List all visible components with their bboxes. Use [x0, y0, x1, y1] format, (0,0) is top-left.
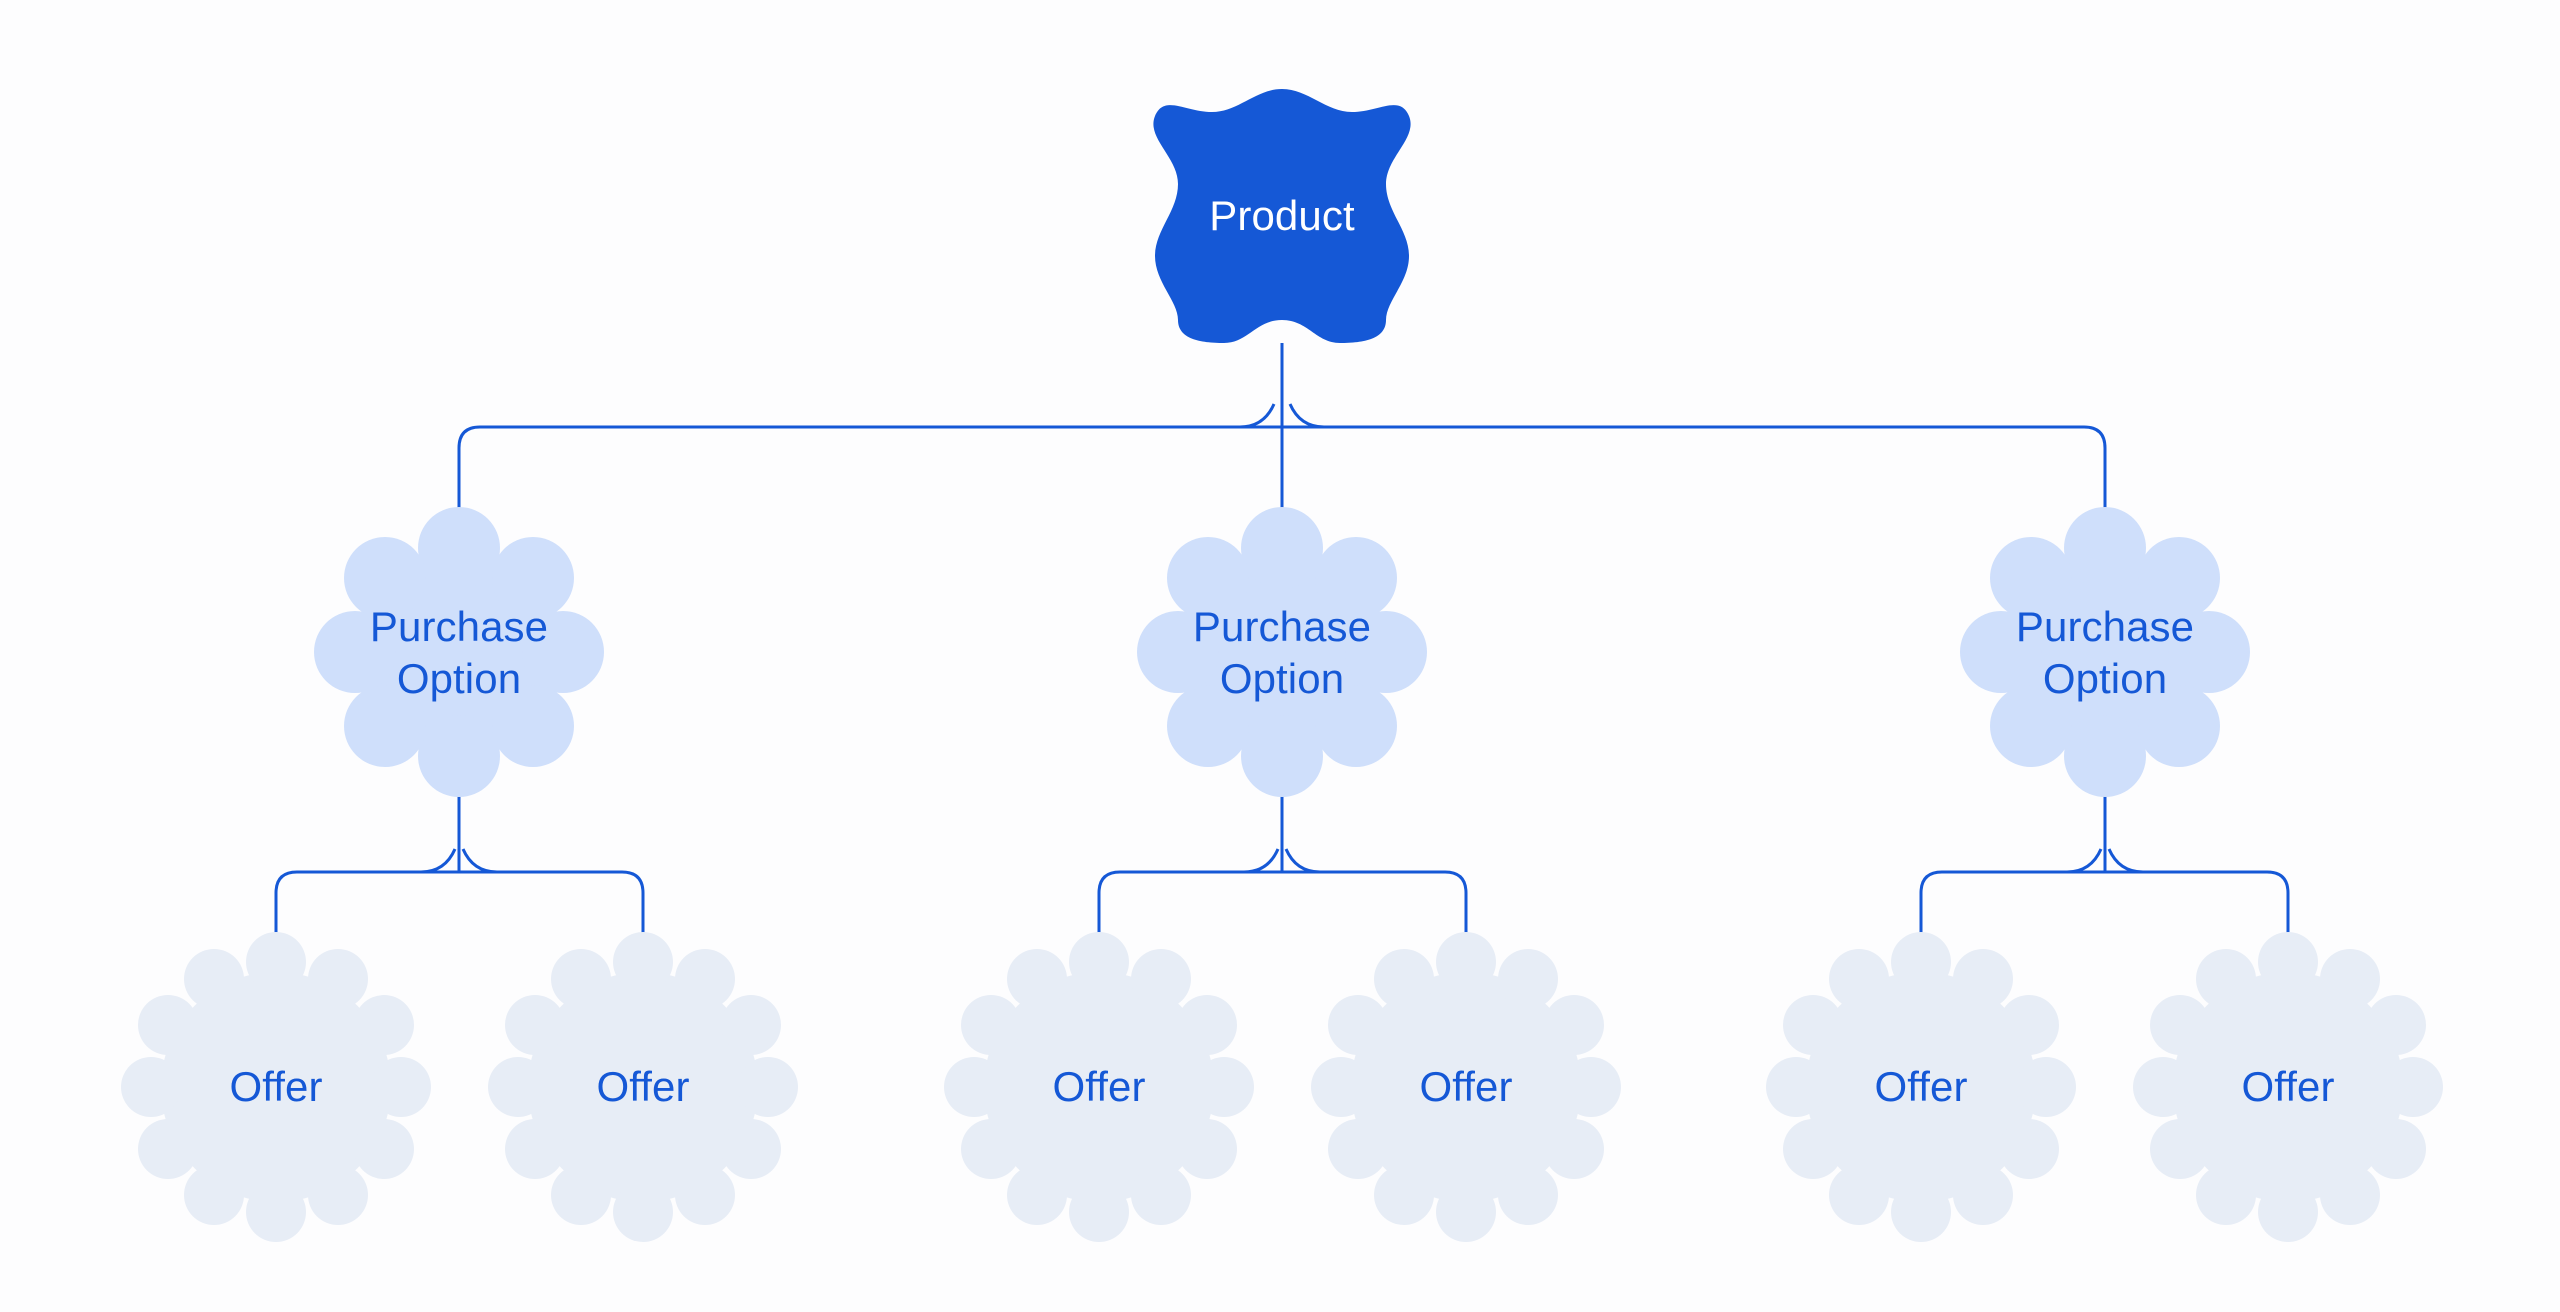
- connector-po3-fillet-left: [2066, 848, 2103, 874]
- product-node[interactable]: [1153, 89, 1411, 343]
- offer-node-3[interactable]: [944, 932, 1254, 1242]
- connector-tier1-fillet-left: [1239, 403, 1276, 429]
- connector-po2-fillet-left: [1243, 848, 1280, 874]
- purchase-option-node-3[interactable]: [1960, 507, 2250, 797]
- connector-layer: [274, 343, 2290, 947]
- connector-po1-fillet-left: [420, 848, 457, 874]
- connector-po1-bus: [274, 870, 645, 947]
- offer-node-5[interactable]: [1766, 932, 2076, 1242]
- connector-tier1-fillet-right: [1288, 403, 1325, 429]
- connector-po1-fillet-right: [461, 848, 498, 874]
- offer-node-2[interactable]: [488, 932, 798, 1242]
- purchase-option-node-layer: [314, 507, 2250, 797]
- offer-node-1[interactable]: [121, 932, 431, 1242]
- connector-po3-fillet-right: [2107, 848, 2144, 874]
- offer-node-4[interactable]: [1311, 932, 1621, 1242]
- offer-node-6[interactable]: [2133, 932, 2443, 1242]
- connector-po2-bus: [1097, 870, 1468, 947]
- purchase-option-node-2[interactable]: [1137, 507, 1427, 797]
- connector-po2-fillet-right: [1284, 848, 1321, 874]
- purchase-option-node-1[interactable]: [314, 507, 604, 797]
- connector-po3-bus: [1919, 870, 2290, 947]
- connector-tier1-bus: [457, 425, 2107, 512]
- offer-node-layer: [121, 932, 2443, 1242]
